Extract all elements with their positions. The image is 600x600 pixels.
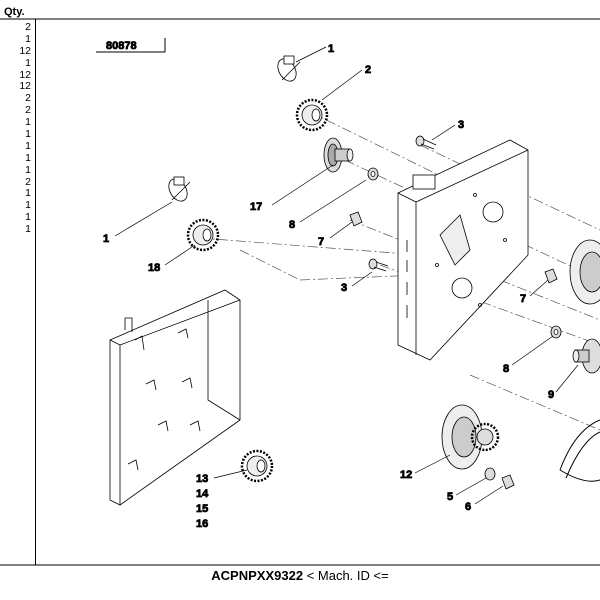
qty-row: 1 [25, 116, 31, 129]
qty-row: 12 [19, 80, 31, 93]
qty-row: 2 [25, 175, 31, 188]
qty-row: 1 [25, 128, 31, 141]
machine-label: < Mach. ID <= [306, 568, 389, 583]
qty-row: 1 [25, 187, 31, 200]
nut-part [544, 268, 558, 284]
callout-label: 8 [289, 219, 295, 231]
mounting-plate-part [397, 139, 529, 361]
flange-bearing-part [569, 239, 600, 305]
reference-number: 80878 [106, 40, 137, 52]
callout-label: 6 [465, 501, 471, 513]
qty-row: 12 [19, 68, 31, 81]
bracket-part [109, 289, 241, 506]
hub-part [572, 338, 600, 374]
callout-label: 18 [148, 262, 160, 274]
qty-row: 1 [25, 211, 31, 224]
callout-label: 14 [196, 488, 209, 500]
pin-clip-part [277, 55, 301, 82]
qty-row: 2 [25, 92, 31, 105]
qty-row: 1 [25, 199, 31, 212]
callout-label: 1 [103, 233, 109, 245]
callout-label: 1 [328, 43, 334, 55]
callout-label: 9 [548, 389, 554, 401]
callout-label: 5 [447, 491, 453, 503]
callout-label: 15 [196, 503, 208, 515]
callout-label: 8 [503, 363, 509, 375]
roller-chain-part [559, 419, 600, 482]
qty-row: 12 [19, 44, 31, 57]
callout-label: 3 [341, 282, 347, 294]
qty-column-header: Qty. [4, 6, 25, 18]
qty-row: 1 [25, 32, 31, 45]
callout-label: 7 [318, 236, 324, 248]
nut-part [349, 211, 363, 227]
flange-sprocket-part [441, 404, 500, 470]
qty-column: 2 1 12 1 12 12 2 2 1 1 1 1 1 2 1 1 1 1 [0, 21, 32, 236]
callout-label: 7 [520, 293, 526, 305]
bearing-hub-part [323, 137, 354, 173]
callout-label: 12 [400, 469, 412, 481]
qty-row: 1 [25, 151, 31, 164]
qty-row: 1 [25, 139, 31, 152]
bolt-part [415, 135, 437, 150]
pin-clip-part [168, 176, 191, 202]
sprocket-part [295, 98, 329, 132]
callout-label: 3 [458, 119, 464, 131]
machine-id-footer: ACPNPXX9322 < Mach. ID <= [0, 568, 600, 583]
washer-part [484, 467, 496, 481]
sprocket-part [186, 218, 220, 252]
callout-label: 17 [250, 201, 262, 213]
qty-row: 2 [25, 104, 31, 117]
qty-row: 1 [25, 163, 31, 176]
qty-row: 1 [25, 223, 31, 236]
sprocket-part [240, 449, 274, 483]
bolt-part [368, 258, 389, 272]
nut-part [501, 474, 515, 490]
callout-label: 13 [196, 473, 208, 485]
qty-row: 1 [25, 56, 31, 69]
callout-label: 16 [196, 518, 208, 530]
callout-label: 2 [365, 64, 371, 76]
machine-code: ACPNPXX9322 [211, 568, 304, 583]
qty-row: 2 [25, 21, 31, 33]
